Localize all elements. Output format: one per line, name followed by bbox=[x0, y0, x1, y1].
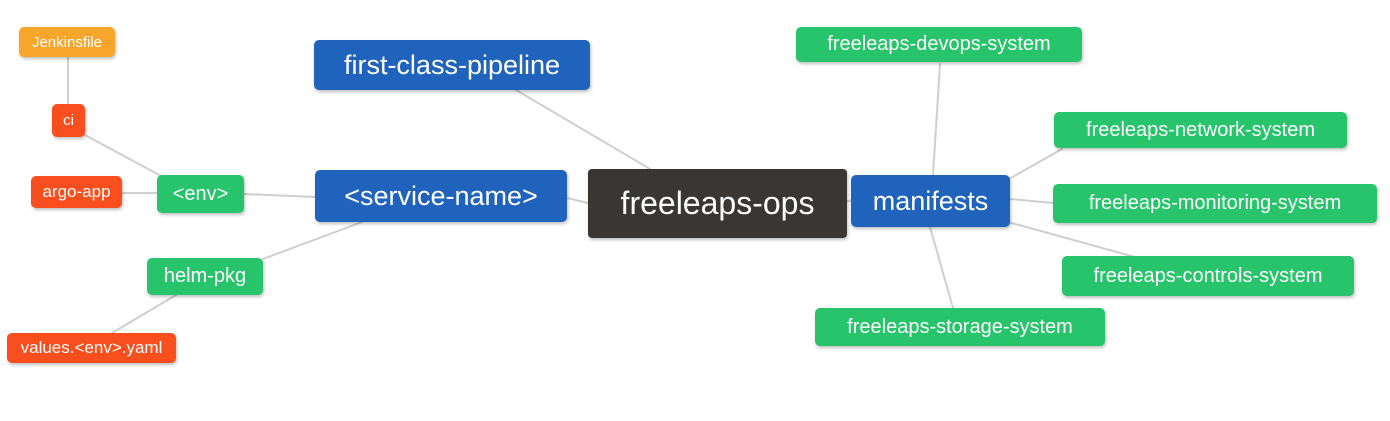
node-service-name[interactable]: <service-name> bbox=[315, 170, 567, 222]
node-ci[interactable]: ci bbox=[52, 104, 85, 137]
edge-pipeline-ops bbox=[515, 89, 651, 170]
node-freeleaps-devops-system[interactable]: freeleaps-devops-system bbox=[796, 27, 1082, 62]
node-first-class-pipeline[interactable]: first-class-pipeline bbox=[314, 40, 590, 90]
node-freeleaps-storage-system[interactable]: freeleaps-storage-system bbox=[815, 308, 1105, 346]
edge-manifests-monitoring bbox=[1009, 198, 1054, 204]
node-freeleaps-ops[interactable]: freeleaps-ops bbox=[588, 169, 847, 238]
node-env[interactable]: <env> bbox=[157, 175, 244, 213]
node-argo-app[interactable]: argo-app bbox=[31, 176, 122, 208]
node-values-env-yaml[interactable]: values.<env>.yaml bbox=[7, 333, 176, 363]
edge-ci-env bbox=[82, 133, 164, 178]
node-freeleaps-monitoring-system[interactable]: freeleaps-monitoring-system bbox=[1053, 184, 1377, 223]
node-freeleaps-controls-system[interactable]: freeleaps-controls-system bbox=[1062, 256, 1354, 296]
edge-helmpkg-servicename bbox=[262, 221, 363, 260]
edge-values-helmpkg bbox=[111, 294, 177, 334]
node-freeleaps-network-system[interactable]: freeleaps-network-system bbox=[1054, 112, 1347, 148]
node-jenkinsfile[interactable]: Jenkinsfile bbox=[19, 27, 115, 57]
edge-servicename-ops bbox=[566, 197, 589, 204]
edge-env-servicename bbox=[243, 193, 316, 198]
edge-manifests-devops bbox=[932, 63, 941, 176]
edge-manifests-network bbox=[1008, 148, 1063, 180]
edge-manifests-storage bbox=[929, 226, 954, 309]
node-manifests[interactable]: manifests bbox=[851, 175, 1010, 227]
node-helm-pkg[interactable]: helm-pkg bbox=[147, 258, 263, 295]
edge-manifests-controls bbox=[1007, 221, 1136, 258]
